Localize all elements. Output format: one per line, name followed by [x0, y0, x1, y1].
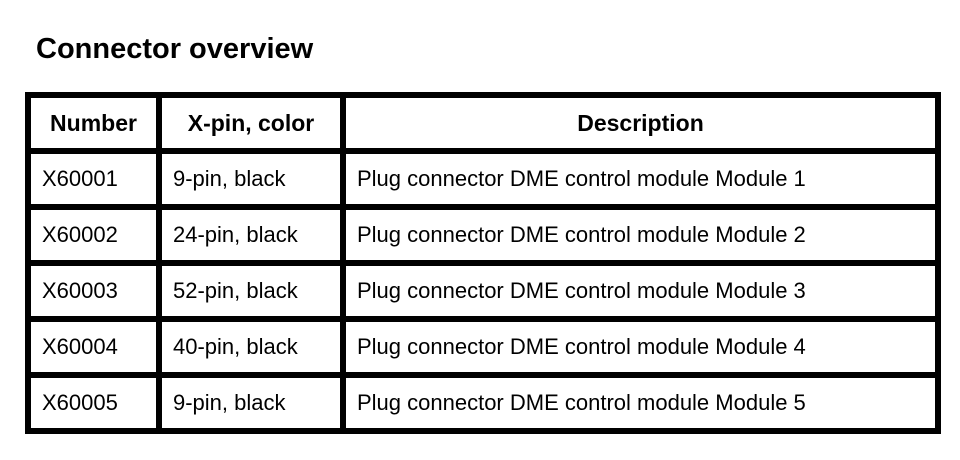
table-row: X60002 24-pin, black Plug connector DME … [25, 204, 941, 266]
cell-pin-color: 40-pin, black [156, 316, 346, 378]
cell-connector-number: X60002 [25, 204, 162, 266]
cell-description: Plug connector DME control module Module… [340, 204, 941, 266]
table-row: X60005 9-pin, black Plug connector DME c… [25, 372, 941, 434]
table-row: X60001 9-pin, black Plug connector DME c… [25, 148, 941, 210]
cell-pin-color: 24-pin, black [156, 204, 346, 266]
cell-pin-color: 9-pin, black [156, 372, 346, 434]
page-title: Connector overview [36, 33, 314, 66]
cell-connector-number: X60003 [25, 260, 162, 322]
column-header-pin-color: X-pin, color [156, 92, 346, 154]
cell-connector-number: X60001 [25, 148, 162, 210]
cell-connector-number: X60004 [25, 316, 162, 378]
column-header-description: Description [340, 92, 941, 154]
cell-pin-color: 52-pin, black [156, 260, 346, 322]
cell-description: Plug connector DME control module Module… [340, 260, 941, 322]
connector-overview-table: Number X-pin, color Description X60001 9… [25, 92, 941, 434]
table-header-row: Number X-pin, color Description [25, 92, 941, 154]
cell-connector-number: X60005 [25, 372, 162, 434]
cell-description: Plug connector DME control module Module… [340, 372, 941, 434]
table-row: X60004 40-pin, black Plug connector DME … [25, 316, 941, 378]
cell-pin-color: 9-pin, black [156, 148, 346, 210]
column-header-number: Number [25, 92, 162, 154]
cell-description: Plug connector DME control module Module… [340, 148, 941, 210]
cell-description: Plug connector DME control module Module… [340, 316, 941, 378]
table-row: X60003 52-pin, black Plug connector DME … [25, 260, 941, 322]
